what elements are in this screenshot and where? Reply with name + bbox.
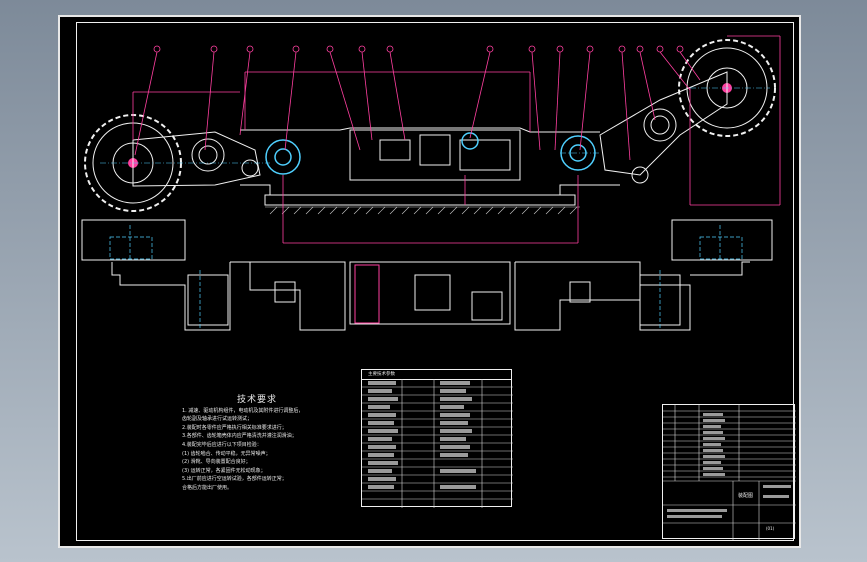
traction-wheels [265,132,596,175]
technical-requirements: 技术要求 1. 减速、驱动机构组件，电动机及其附件进行调整后， 齿轮副及轴承进行… [182,396,332,493]
tech-line: (1) 齿轮啮合、传动平稳，无异常噪声； [182,450,271,457]
left-ranging-arm [132,131,261,187]
tech-line: (3) 运转正常，各紧固件无松动现象； [182,467,266,474]
parameter-table: 主要技术参数 [361,369,513,508]
tech-line: 1. 减速、驱动机构组件，电动机及其附件进行调整后， [182,407,304,414]
tech-line: 5.出厂前应进行空运转试验，各部件运转正常； [182,476,287,483]
right-ranging-arm [599,71,728,184]
tech-line: 3.各部件、齿轮箱壳体内应严格清洗并灌注润滑油； [182,433,297,440]
title-block-drawing-no: (01) [766,526,775,531]
part-leader-lines [132,35,781,244]
parameter-table-grid [362,379,513,508]
title-block: 装配图 (01) [662,404,796,540]
tech-requirements-title: 技术要求 [236,395,277,405]
part-balloons [153,45,684,53]
title-block-grid [663,405,796,540]
plan-view-centerlines [109,225,743,330]
ground-hatch [265,206,580,215]
plan-view [81,219,773,331]
tech-line: 合格后方能出厂使用。 [182,484,233,491]
center-lines [100,87,770,164]
parameter-table-header: 主要技术参数 [362,370,511,380]
machine-body-outline [240,127,620,206]
title-block-name: 装配图 [738,493,754,499]
drawing-border [76,22,794,541]
tech-line: (2) 滑靴、导向装置配合良好； [182,459,251,466]
tech-line: 齿轮副及轴承进行试运转测试； [182,416,253,423]
tech-line: 4.装配完毕后应进行以下项目检验： [182,441,262,448]
tech-line: 2.装配时各零件应严格执行相关标准要求进行； [182,424,287,431]
